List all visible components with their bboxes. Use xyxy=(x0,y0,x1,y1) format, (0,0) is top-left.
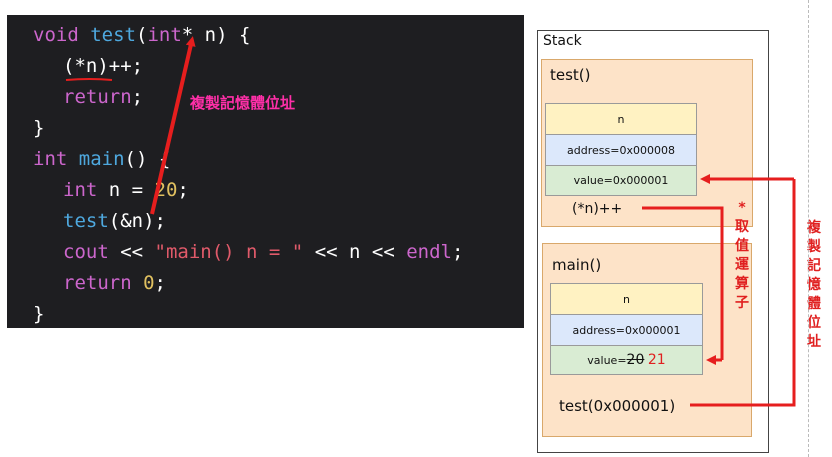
test-call-label: test(0x000001) xyxy=(559,397,676,415)
main-address-cell: address=0x000001 xyxy=(550,314,703,346)
code-line-7: test(&n); xyxy=(63,210,166,232)
main-frame-title: main() xyxy=(552,256,602,274)
deref-operator-label: * 取 值 運 算 子 xyxy=(735,200,749,311)
main-old-value: 20 xyxy=(626,352,645,368)
test-address-cell: address=0x000008 xyxy=(545,134,697,166)
code-line-6: int n = 20; xyxy=(63,179,189,201)
stack-title: Stack xyxy=(543,33,582,49)
test-var-name-cell: n xyxy=(545,103,697,135)
code-editor: void test(int* n) { (*n)++; return; } in… xyxy=(7,15,524,328)
page-guide-line xyxy=(808,0,809,457)
test-value-cell: value=0x000001 xyxy=(545,165,697,196)
deref-increment-label: (*n)++ xyxy=(572,201,623,217)
code-line-3: return; xyxy=(63,86,144,108)
code-line-5: int main() { xyxy=(33,148,171,170)
code-line-10: } xyxy=(33,303,45,325)
code-line-2: (*n)++; xyxy=(63,55,144,77)
copy-address-annotation: 複製記憶體位址 xyxy=(190,94,296,112)
main-value-prefix: value= xyxy=(587,354,627,367)
code-line-1: void test(int* n) { xyxy=(33,24,251,46)
main-var-name-cell: n xyxy=(550,283,703,315)
code-line-8: cout << "main() n = " << n << endl; xyxy=(63,241,464,263)
code-line-9: return 0; xyxy=(63,272,166,294)
main-value-cell: value=20 21 xyxy=(550,345,703,375)
code-line-4: } xyxy=(33,117,45,139)
main-new-value: 21 xyxy=(647,352,666,368)
test-frame-title: test() xyxy=(550,66,591,84)
copy-address-vertical-label: 複 製 記 憶 體 位 址 xyxy=(807,220,821,350)
